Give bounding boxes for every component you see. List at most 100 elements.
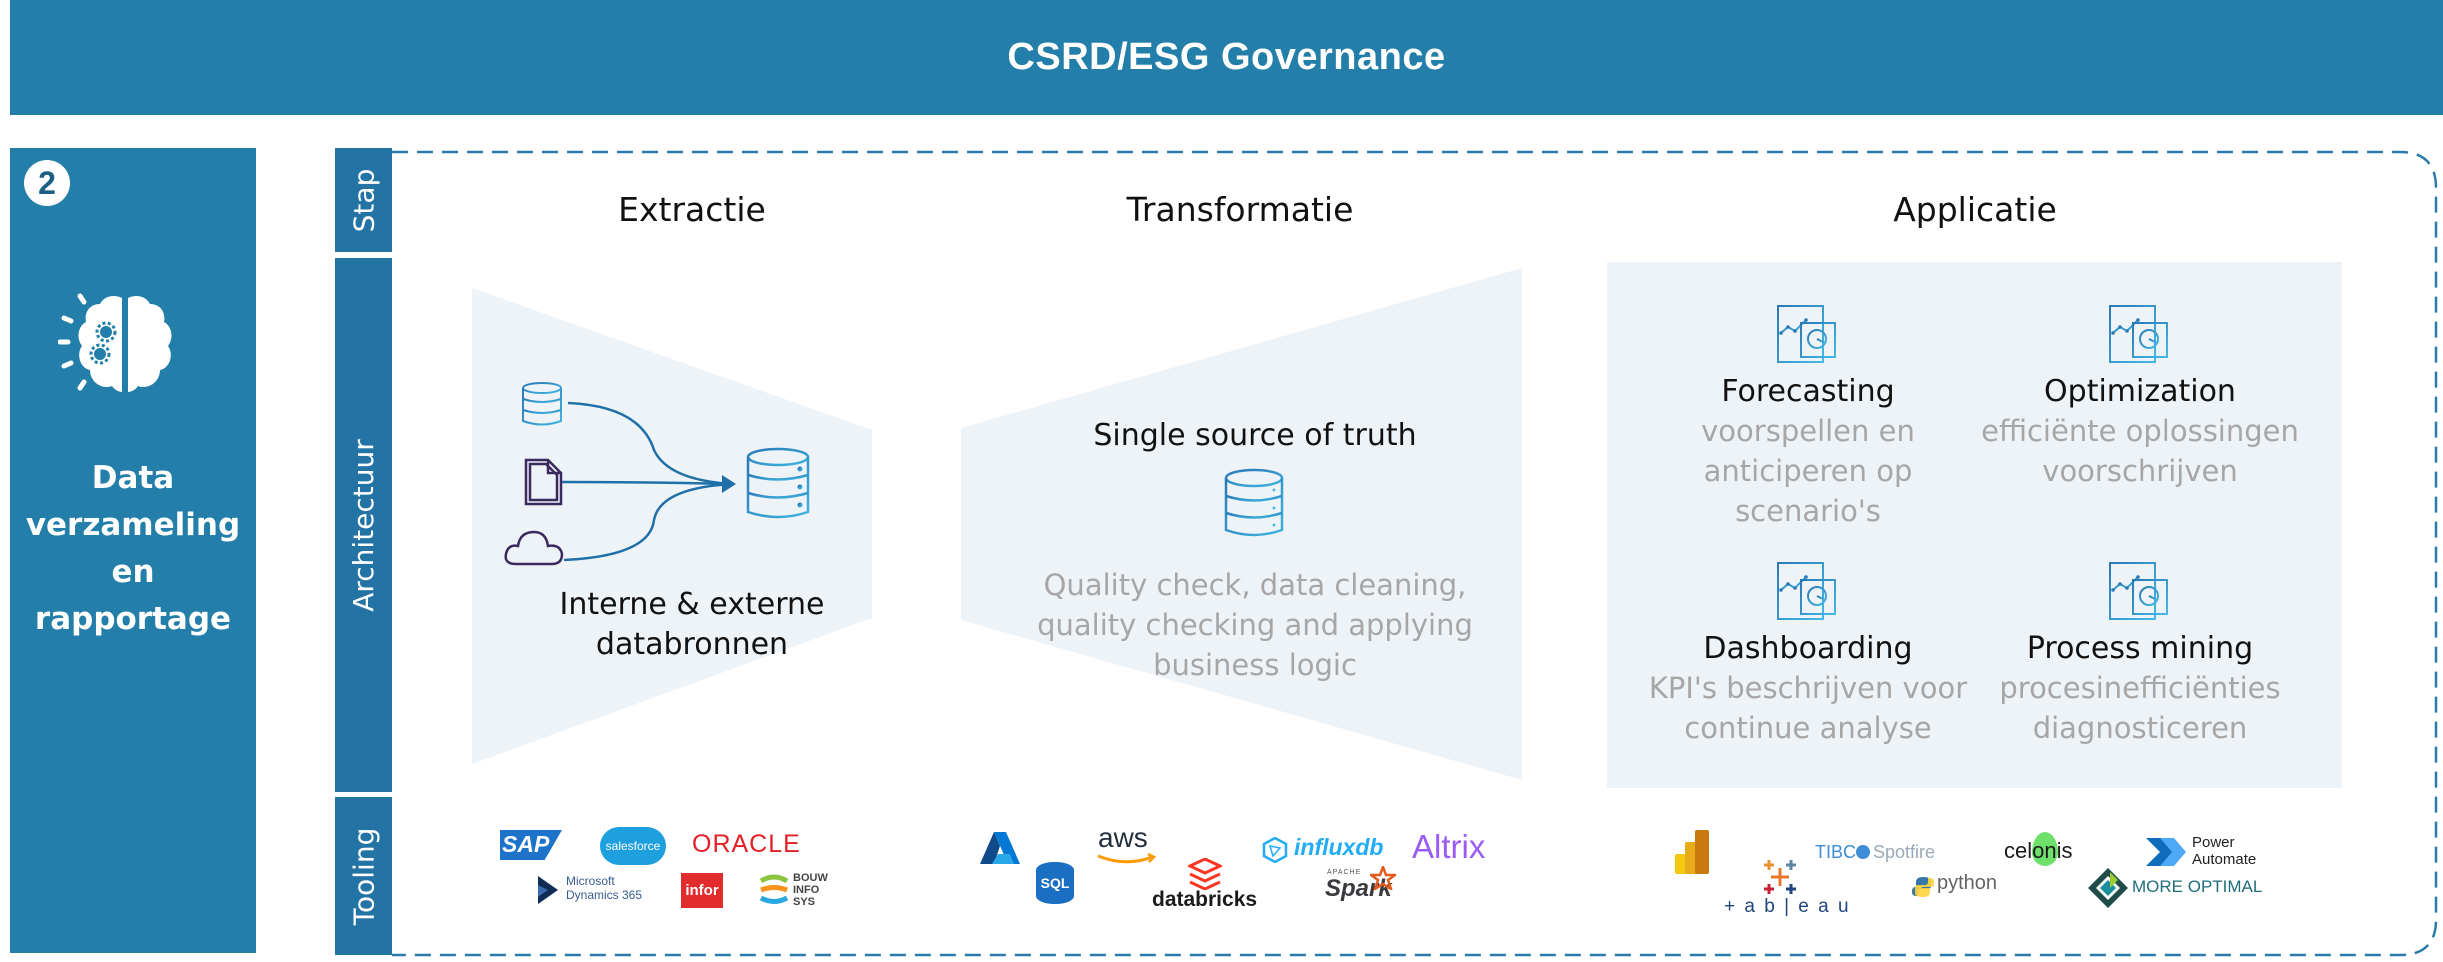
description-line: quality checking and applying bbox=[1037, 608, 1473, 642]
python-logo: python bbox=[1937, 872, 1998, 894]
row-label-tooling: Tooling bbox=[335, 797, 392, 955]
tibco-spotfire-logo: TIBC Spotfire bbox=[1815, 842, 1935, 863]
application-description-line: diagnosticeren bbox=[2032, 711, 2248, 745]
source-cloud-icon bbox=[504, 530, 564, 566]
infor-logo-text: infor bbox=[685, 882, 719, 899]
databricks-logo: databricks bbox=[1152, 888, 1258, 911]
description-line: business logic bbox=[1153, 648, 1357, 682]
application-item-forecasting: Forecasting voorspellen en anticiperen o… bbox=[1628, 303, 1988, 531]
single-source-database-icon bbox=[1224, 468, 1284, 537]
application-title: Optimization bbox=[2044, 374, 2236, 409]
application-description-line: KPI's beschrijven voor bbox=[1648, 671, 1968, 705]
phase-title: Data verzameling en rapportage bbox=[10, 455, 256, 643]
spark-apache-label: APACHE bbox=[1327, 869, 1362, 876]
bouwinfosys-line: SYS bbox=[793, 896, 816, 908]
infor-logo: infor bbox=[681, 873, 723, 908]
caption-line: databronnen bbox=[595, 627, 789, 662]
tableau-logo: + a b | e a u bbox=[1724, 896, 1851, 917]
spotfire-text: Spotfire bbox=[1873, 842, 1936, 862]
phase-title-line: Data bbox=[91, 460, 175, 496]
page-title: CSRD/ESG Governance bbox=[1007, 36, 1446, 78]
phase-title-line: en bbox=[111, 554, 155, 590]
row-label-architectuur: Architectuur bbox=[335, 258, 392, 792]
power-automate-icon bbox=[2146, 838, 2186, 866]
power-bi-bar bbox=[1685, 842, 1698, 874]
salesforce-logo: salesforce bbox=[600, 827, 666, 865]
row-label-stap: Stap bbox=[335, 148, 392, 252]
bouwinfosys-icon bbox=[759, 874, 789, 904]
tableau-icon bbox=[1764, 860, 1796, 894]
step-number-badge: 2 bbox=[24, 160, 70, 206]
salesforce-logo-text: salesforce bbox=[605, 839, 661, 853]
application-description-line: continue analyse bbox=[1684, 711, 1932, 745]
application-item-process-mining: Process mining procesinefficiënties diag… bbox=[1960, 560, 2320, 748]
column-header-applicatie: Applicatie bbox=[1893, 190, 2057, 229]
apache-spark-logo: Spark bbox=[1325, 875, 1392, 902]
dynamics-365-icon bbox=[538, 876, 558, 904]
column-header-transformatie: Transformatie bbox=[1126, 190, 1354, 229]
header-bar: CSRD/ESG Governance bbox=[10, 0, 2443, 115]
analytics-dashboard-icon bbox=[1774, 560, 1842, 622]
more-optimal-icon bbox=[2088, 868, 2128, 908]
transformatie-funnel bbox=[961, 268, 1522, 780]
caption-line: Interne & externe bbox=[559, 587, 825, 622]
application-description-line: procesinefficiënties bbox=[1999, 671, 2281, 705]
phase-panel bbox=[10, 148, 256, 953]
power-bi-bar bbox=[1695, 830, 1709, 874]
application-description-line: anticiperen op bbox=[1703, 454, 1913, 488]
source-document-icon bbox=[524, 458, 563, 506]
application-title: Dashboarding bbox=[1703, 631, 1913, 666]
transformatie-description: Quality check, data cleaning, quality ch… bbox=[1000, 565, 1510, 685]
flow-arrows bbox=[561, 401, 733, 562]
power-bi-logo bbox=[1675, 830, 1713, 874]
arrowhead bbox=[722, 475, 736, 493]
brain-gears-icon bbox=[58, 293, 172, 392]
column-header-extractie: Extractie bbox=[618, 190, 766, 229]
influxdb-logo: influxdb bbox=[1294, 834, 1384, 860]
sql-logo-text: SQL bbox=[1040, 875, 1070, 891]
transformatie-title: Single source of truth bbox=[1093, 418, 1417, 453]
dynamics-365-logo: Microsoft Dynamics 365 bbox=[566, 874, 642, 902]
power-automate-line: Automate bbox=[2192, 851, 2257, 868]
application-item-dashboarding: Dashboarding KPI's beschrijven voor cont… bbox=[1628, 560, 1988, 748]
altrix-logo: Altrix bbox=[1412, 828, 1486, 865]
application-title: Process mining bbox=[2026, 631, 2254, 666]
extractie-flow-diagram bbox=[504, 382, 810, 566]
aws-logo: aws bbox=[1098, 822, 1148, 853]
databricks-icon bbox=[1188, 858, 1222, 890]
phase-title-line: verzameling bbox=[25, 507, 241, 543]
celonis-drop-icon bbox=[2032, 832, 2058, 866]
analytics-dashboard-icon bbox=[2106, 303, 2174, 365]
sql-logo: SQL bbox=[1036, 862, 1074, 904]
azure-logo bbox=[980, 832, 1020, 864]
influxdb-icon bbox=[1262, 837, 1288, 863]
bouwinfosys-line: BOUW bbox=[793, 872, 828, 884]
analytics-dashboard-icon bbox=[1774, 303, 1842, 365]
application-description-line: scenario's bbox=[1735, 494, 1881, 528]
application-item-optimization: Optimization efficiënte oplossingen voor… bbox=[1960, 303, 2320, 491]
tibco-o-icon bbox=[1856, 845, 1871, 859]
dynamics-line: Dynamics 365 bbox=[566, 888, 643, 902]
phase-title-line: rapportage bbox=[34, 601, 232, 637]
dynamics-line: Microsoft bbox=[566, 874, 615, 888]
spark-star-icon bbox=[1370, 866, 1396, 890]
oracle-logo: ORACLE bbox=[692, 830, 801, 858]
application-description-line: voorspellen en bbox=[1701, 414, 1915, 448]
python-icon bbox=[1912, 877, 1934, 897]
sap-logo-text: SAP bbox=[502, 831, 550, 857]
tibco-text: TIBC bbox=[1815, 842, 1857, 862]
application-title: Forecasting bbox=[1721, 374, 1895, 409]
celonis-logo: celonis bbox=[2004, 838, 2073, 863]
extractie-funnel bbox=[472, 288, 872, 764]
power-automate-line: Power bbox=[2192, 834, 2235, 851]
bouwinfosys-line: INFO bbox=[793, 884, 820, 896]
applicatie-panel bbox=[1607, 262, 2342, 788]
target-database-icon bbox=[746, 447, 810, 519]
application-description-line: efficiënte oplossingen bbox=[1981, 414, 2299, 448]
description-line: Quality check, data cleaning, bbox=[1043, 568, 1467, 602]
extractie-caption: Interne & externe databronnen bbox=[492, 585, 892, 665]
more-optimal-logo: MORE OPTIMAL bbox=[2132, 877, 2263, 896]
application-description-line: voorschrijven bbox=[2042, 454, 2238, 488]
power-bi-bar bbox=[1675, 854, 1687, 874]
